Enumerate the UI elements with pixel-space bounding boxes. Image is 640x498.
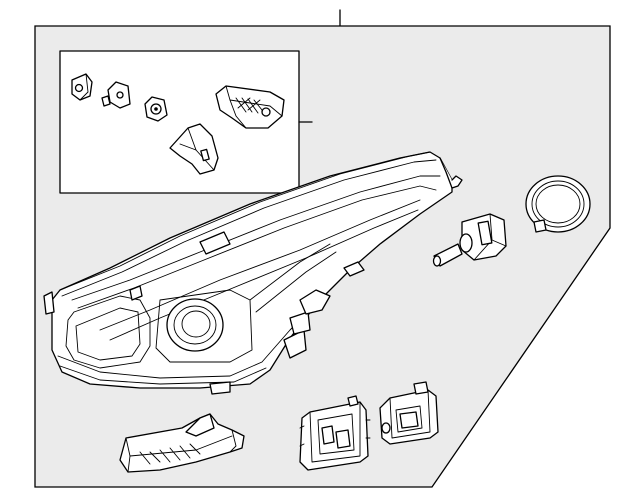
cap-icon (525, 175, 591, 233)
repair-tab-icon (215, 85, 285, 129)
bracket-icon (119, 413, 245, 473)
headlamp-assembly (43, 151, 463, 395)
clip-icon (71, 73, 93, 101)
ballast-icon (379, 381, 439, 445)
retainer-icon (101, 81, 131, 109)
mount-bracket-icon (169, 123, 219, 175)
hardware-kit-inset (59, 50, 313, 194)
bulb-icon (432, 213, 507, 267)
module-icon (299, 395, 371, 471)
grommet-icon (144, 96, 168, 122)
